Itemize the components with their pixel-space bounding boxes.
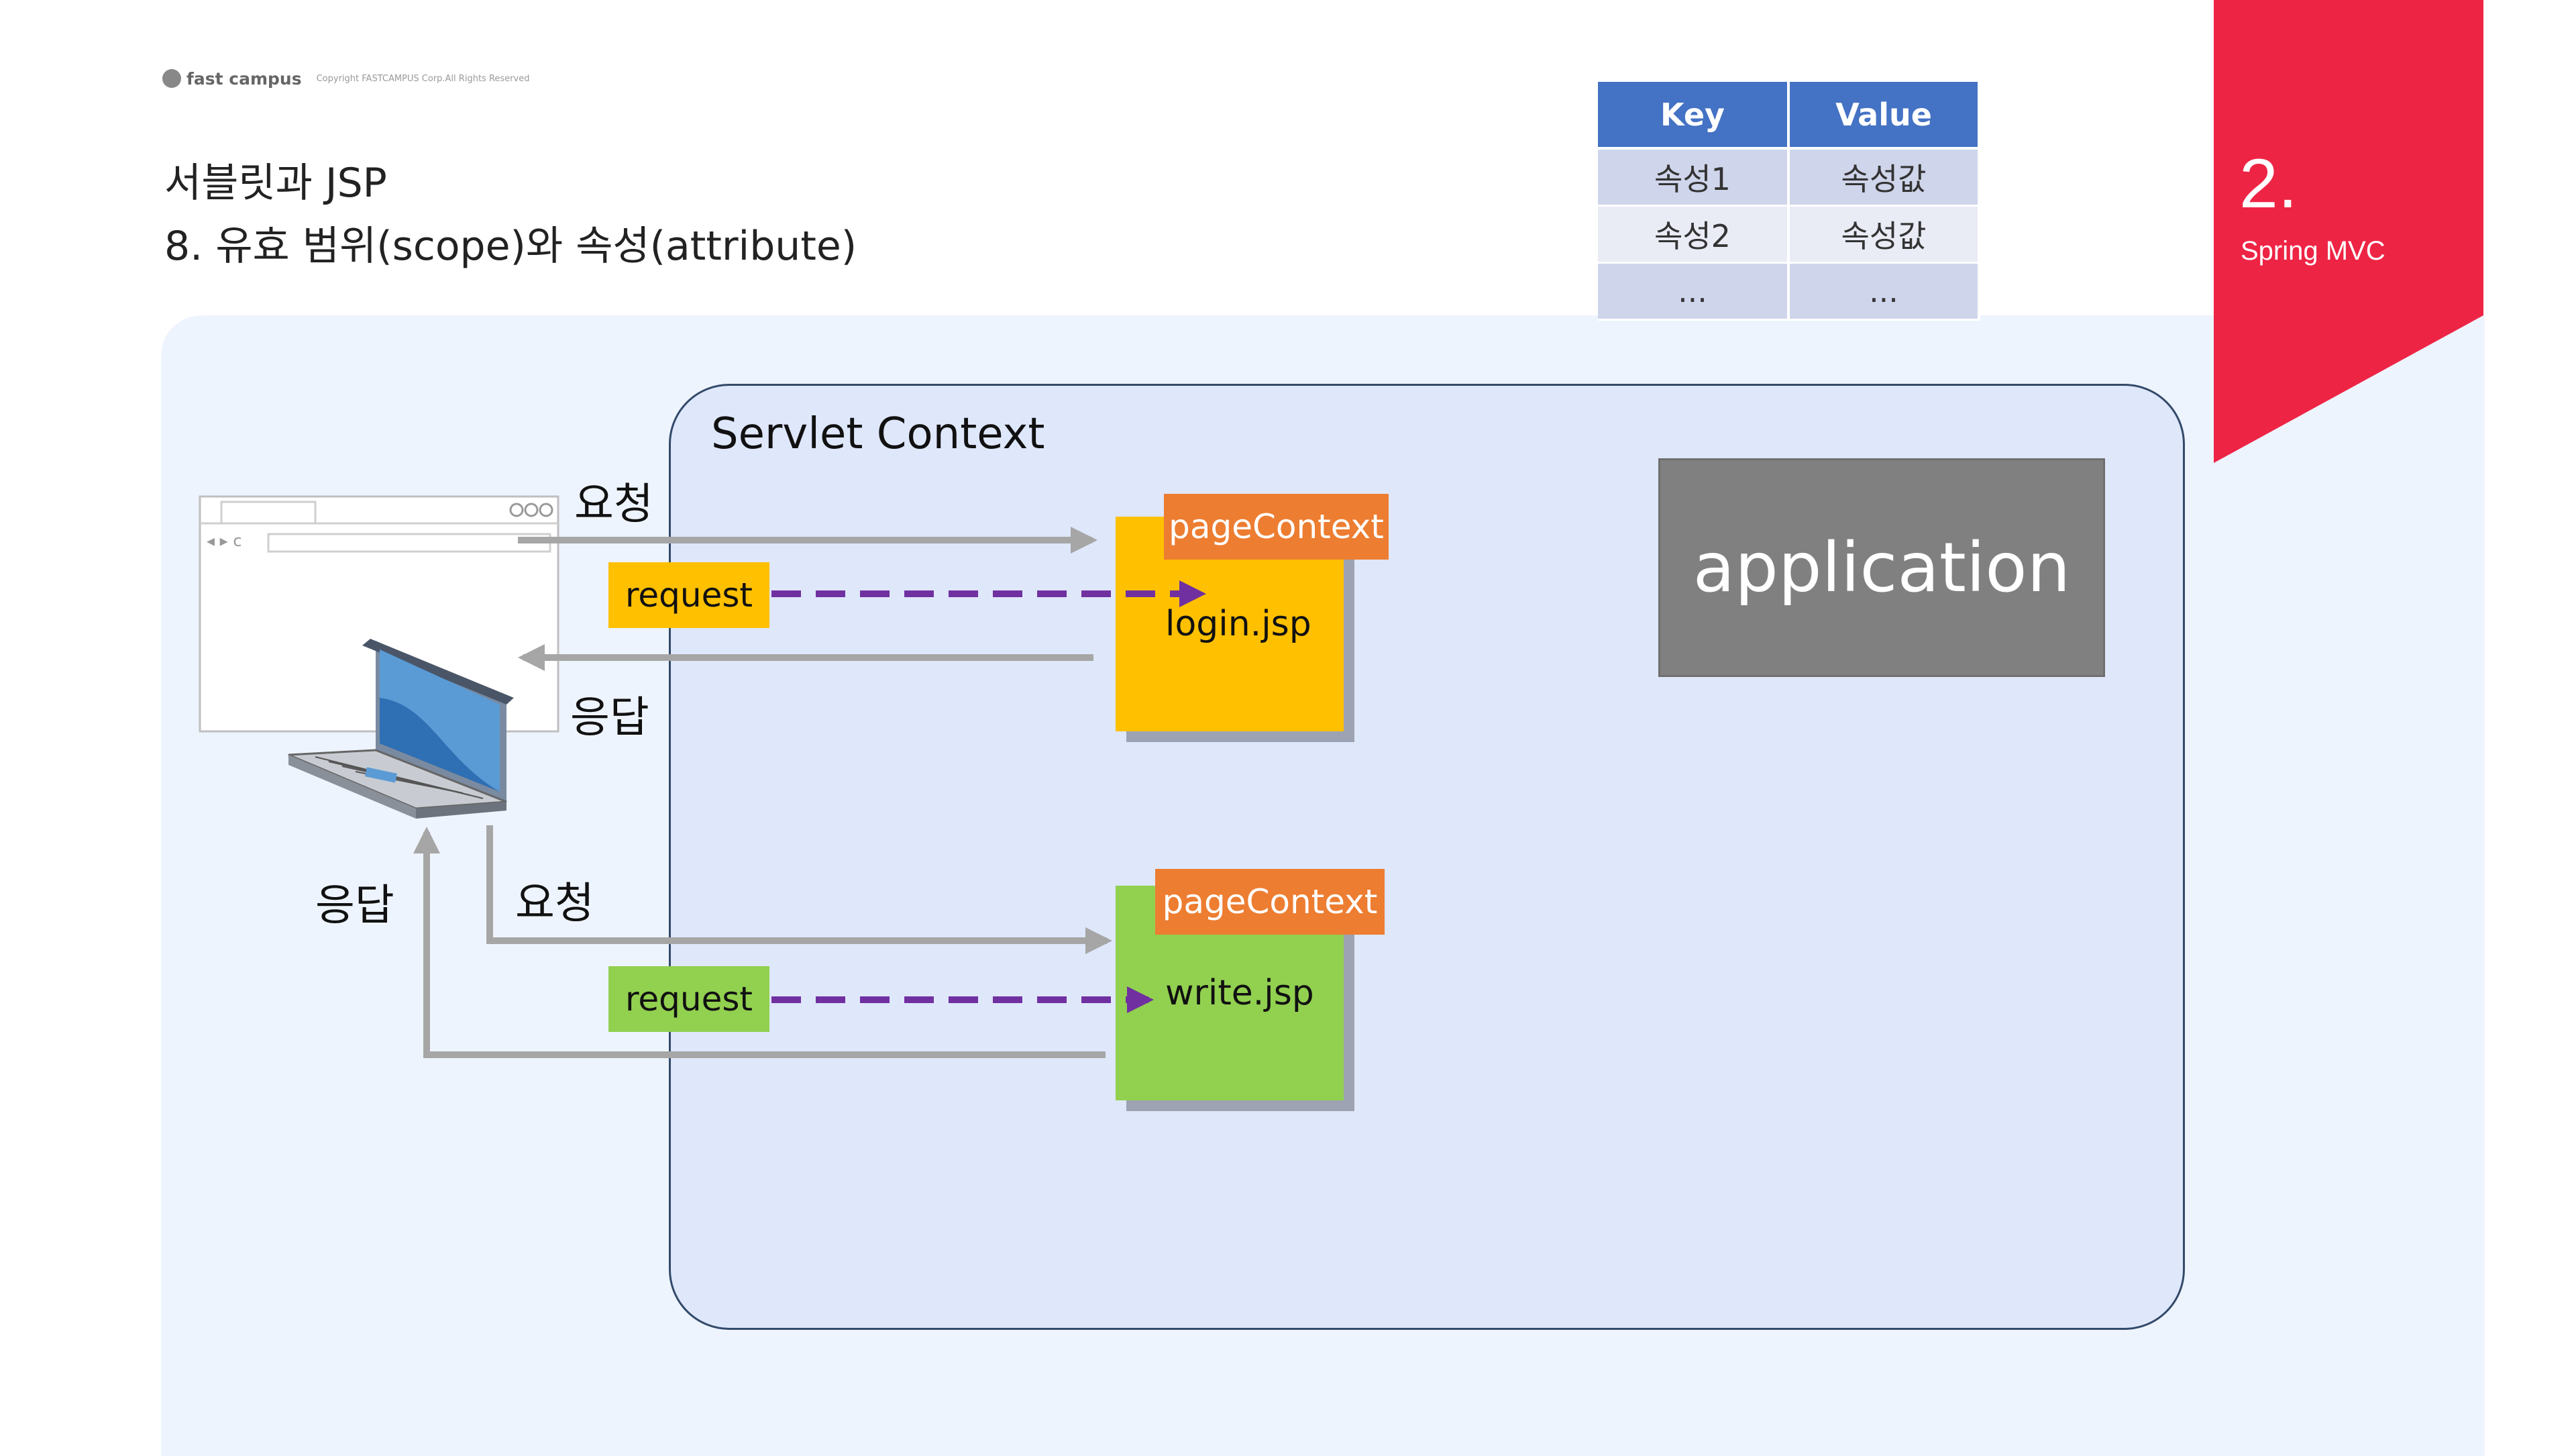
table-cell: 속성1 — [1598, 148, 1790, 207]
servlet-context-label: Servlet Context — [711, 409, 1045, 459]
table-row: 속성1 속성값 — [1598, 148, 1980, 207]
table-row: ... ... — [1598, 262, 1980, 321]
login-request-badge: request — [608, 562, 769, 628]
flow2-request-arrow — [486, 825, 1112, 954]
table-header-key: Key — [1598, 82, 1790, 150]
flow1-response-label: 응답 — [570, 693, 649, 743]
slide-subtitle: 8. 유효 범위(scope)와 속성(attribute) — [164, 223, 857, 270]
login-pagecontext-badge: pageContext — [1164, 494, 1389, 560]
write-request-badge: request — [608, 966, 769, 1032]
laptop-icon — [288, 639, 514, 819]
table-header-row: Key Value — [1598, 82, 1980, 150]
login-jsp-label: login.jsp — [1165, 604, 1311, 644]
flow2-request-label: 요청 — [515, 879, 594, 929]
slide-title: 서블릿과 JSP — [164, 160, 387, 207]
section-number: 2. — [2239, 145, 2298, 223]
table-cell: 속성2 — [1598, 205, 1790, 264]
write-pagecontext-badge: pageContext — [1155, 869, 1385, 935]
svg-text:◂ ▸ c: ◂ ▸ c — [207, 531, 242, 550]
section-flag — [2214, 0, 2483, 463]
table-cell: ... — [1598, 262, 1790, 321]
attribute-table: Key Value 속성1 속성값 속성2 속성값 ... ... — [1598, 82, 1980, 321]
application-scope-box: application — [1658, 458, 2105, 677]
flow2-response-label: 응답 — [315, 881, 394, 931]
section-subtitle: Spring MVC — [2241, 236, 2385, 266]
brand-name: fast campus — [186, 68, 302, 89]
table-cell: ... — [1788, 262, 1980, 321]
table-row: 속성2 속성값 — [1598, 205, 1980, 264]
write-jsp-label: write.jsp — [1165, 973, 1314, 1013]
fastcampus-logo-icon — [162, 69, 181, 88]
fastcampus-logo: fast campus Copyright FASTCAMPUS Corp.Al… — [162, 67, 529, 90]
table-header-value: Value — [1788, 82, 1980, 150]
table-cell: 속성값 — [1788, 148, 1980, 207]
application-label: application — [1693, 527, 2071, 608]
copyright-notice: Copyright FASTCAMPUS Corp.All Rights Res… — [316, 73, 530, 84]
flow1-request-label: 요청 — [574, 480, 653, 529]
table-cell: 속성값 — [1788, 205, 1980, 264]
flow2-response-arrow — [413, 827, 1106, 1058]
